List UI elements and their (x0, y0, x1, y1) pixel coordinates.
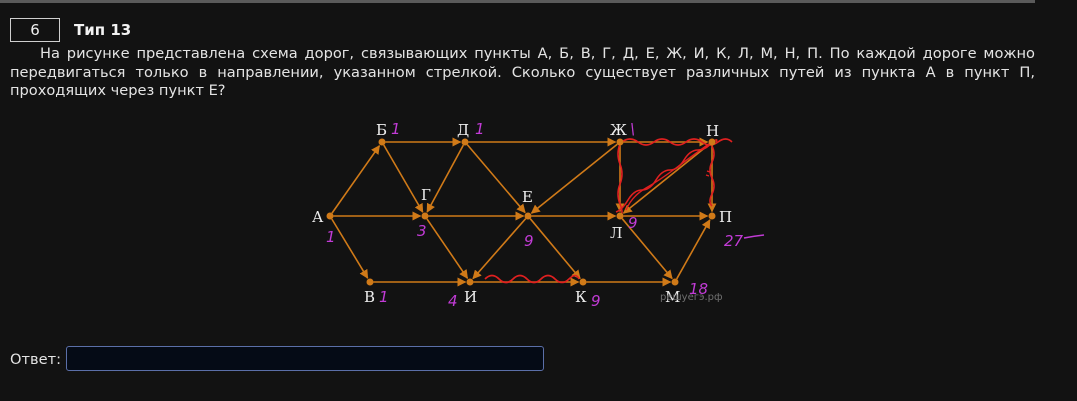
node-label-M: М (665, 288, 680, 306)
node-count-L: 9 (628, 214, 638, 232)
road-E-I (472, 218, 527, 280)
node-count-M: 18 (689, 280, 708, 298)
answer-input[interactable] (66, 346, 544, 371)
node-label-V: В (364, 288, 375, 306)
node-V (366, 278, 374, 286)
node-label-L: Л (610, 224, 623, 242)
node-label-B: Б (376, 121, 387, 139)
node-label-P: П (719, 208, 732, 226)
node-label-D: Д (457, 121, 469, 139)
road-B-G (383, 144, 424, 213)
node-label-I: И (464, 288, 477, 306)
node-D (461, 138, 469, 146)
top-rule (0, 0, 1035, 3)
node-L (616, 212, 624, 220)
node-E (524, 212, 532, 220)
node-count-V: 1 (379, 288, 389, 306)
node-K (579, 278, 587, 286)
node-I (466, 278, 474, 286)
road-G-I (426, 218, 469, 280)
road-A-V (331, 218, 369, 279)
node-count-P: 27 (724, 232, 744, 250)
node-N (708, 138, 716, 146)
task-number: 6 (10, 18, 60, 42)
node-label-N: Н (706, 122, 719, 140)
road-A-B (331, 144, 381, 214)
task-header: 6 Тип 13 (10, 17, 131, 43)
node-label-K: К (575, 288, 587, 306)
watermark: решуегэ.рф (660, 292, 723, 303)
road-D-E (466, 144, 526, 214)
node-count-E: 9 (524, 232, 534, 250)
node-label-Zh: Ж (610, 121, 627, 139)
handwritten-marks (484, 138, 733, 284)
road-N-L (622, 143, 710, 214)
node-Zh (616, 138, 624, 146)
node-A (326, 212, 334, 220)
node-label-A: А (312, 208, 324, 226)
task-type-label: Тип 13 (74, 21, 132, 39)
node-label-E: Е (522, 188, 533, 206)
node-count-G: 3 (417, 222, 427, 240)
node-G (421, 212, 429, 220)
node-count-B: 1 (391, 120, 401, 138)
road-M-P (676, 219, 711, 280)
node-count-I: 4 (448, 292, 458, 310)
node-count-D: 1 (475, 120, 485, 138)
road-E-K (529, 218, 581, 280)
road-L-M (621, 218, 673, 280)
road-Zh-E (530, 143, 618, 214)
node-label-G: Г (421, 186, 431, 204)
node-M (671, 278, 679, 286)
annotation-underline (743, 234, 765, 239)
answer-label: Ответ: (10, 351, 61, 368)
node-B (378, 138, 386, 146)
node-count-Zh: \ (630, 120, 635, 138)
road-D-G (426, 144, 465, 213)
node-count-A: 1 (326, 228, 336, 246)
node-count-K: 9 (591, 292, 601, 310)
node-P (708, 212, 716, 220)
task-text: На рисунке представлена схема дорог, свя… (10, 45, 1035, 99)
